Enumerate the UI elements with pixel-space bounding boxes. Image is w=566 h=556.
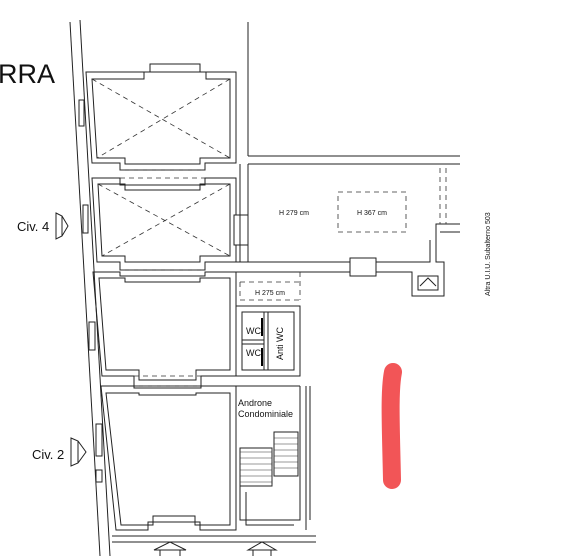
androne-label-line1: Androne xyxy=(238,398,272,408)
height-279-label: H 279 cm xyxy=(279,210,309,217)
androne-label-line2: Condominiale xyxy=(238,409,293,419)
room-upper-1 xyxy=(78,63,237,171)
staircase xyxy=(239,431,301,526)
dashed-passage-3 xyxy=(134,375,201,387)
wc-label-2: WC xyxy=(246,348,261,358)
dashed-passage-1 xyxy=(120,169,205,179)
corridor-h275: H 275 cm xyxy=(239,272,301,301)
room-lower xyxy=(95,385,237,531)
entrance-arrow-icon xyxy=(70,437,87,467)
civ4-label: Civ. 4 xyxy=(17,219,49,234)
anti-wc-label: Anti WC xyxy=(275,326,285,360)
height-275-label: H 275 cm xyxy=(255,290,285,297)
room-middle xyxy=(88,271,237,387)
entrance-civ2: Civ. 2 xyxy=(32,437,87,467)
wc-block: WC WC Anti WC xyxy=(235,305,301,377)
bottom-edge xyxy=(112,535,316,556)
room-upper-2 xyxy=(82,177,249,271)
civ2-label: Civ. 2 xyxy=(32,447,64,462)
wc-label-1: WC xyxy=(246,326,261,336)
facade-wall xyxy=(69,19,111,556)
red-highlight-mark xyxy=(381,363,402,489)
height-367-label: H 367 cm xyxy=(357,210,387,217)
title-fragment: RRA xyxy=(0,59,55,89)
entrance-civ4: Civ. 4 xyxy=(17,212,69,240)
entrance-arrow-up-icon-2 xyxy=(246,541,278,551)
entrance-arrow-up-icon xyxy=(153,541,187,551)
entrance-arrow-icon xyxy=(55,212,69,240)
room-right-large: H 279 cm H 367 cm Altra U.I.U. Subaltern… xyxy=(236,22,492,297)
side-note-subalterno: Altra U.I.U. Subalterno 503 xyxy=(485,212,492,296)
androne-condominiale: Androne Condominiale xyxy=(236,385,311,530)
